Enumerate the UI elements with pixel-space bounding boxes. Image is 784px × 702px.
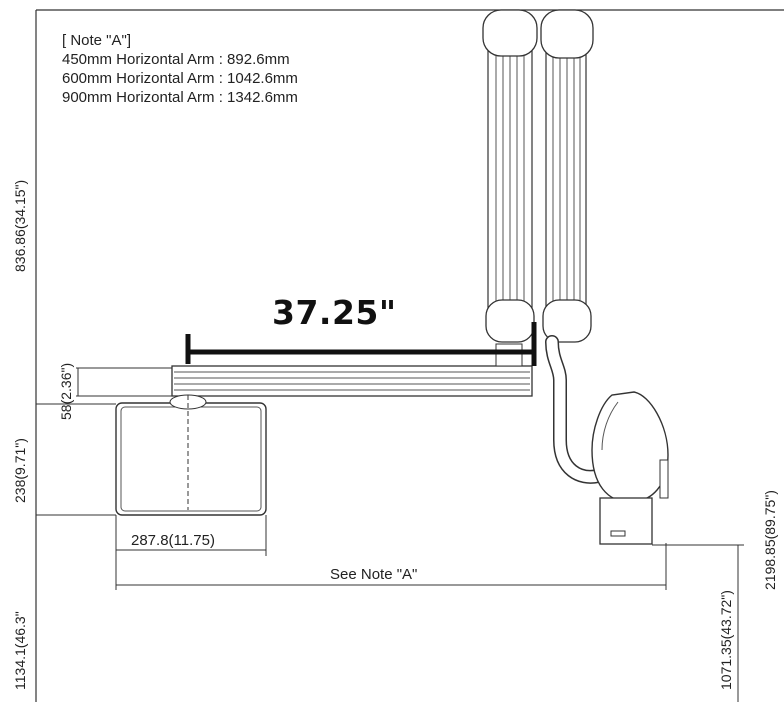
- see-note-dimension: [115, 543, 667, 590]
- arm-length-label: 37.25": [272, 293, 397, 332]
- note-line: 600mm Horizontal Arm : 1042.6mm: [62, 70, 298, 87]
- note-line: 450mm Horizontal Arm : 892.6mm: [62, 51, 290, 68]
- vertical-column-left: [482, 9, 538, 343]
- head-height-label: 1071.35(43.72"): [718, 590, 734, 690]
- box-width-dimension: [115, 515, 267, 556]
- scissor-arm: [545, 335, 605, 484]
- arm-thickness-dimension: [76, 367, 172, 397]
- highlight-dimension-bar: [185, 322, 537, 366]
- box-height-dimension: [36, 403, 116, 516]
- total-height-label: 2198.85(89.75"): [762, 490, 778, 590]
- note-line: 900mm Horizontal Arm : 1342.6mm: [62, 89, 298, 106]
- arm-thickness-label: 58(2.36"): [58, 362, 74, 420]
- tube-head: [591, 391, 669, 545]
- vertical-column-right: [540, 9, 594, 343]
- see-note-label: See Note "A": [330, 566, 418, 583]
- note-title: [ Note "A"]: [62, 32, 132, 49]
- box-height-label: 238(9.71"): [12, 438, 28, 503]
- upper-height-label: 836.86(34.15"): [12, 179, 28, 272]
- floor-height-label: 1134.1(46.3": [12, 611, 28, 690]
- box-width-label: 287.8(11.75): [131, 532, 215, 549]
- head-height-dimension: [652, 544, 744, 702]
- horizontal-arm: [171, 343, 533, 397]
- control-box: [115, 394, 267, 516]
- note-a: [ Note "A"] 450mm Horizontal Arm : 892.6…: [62, 31, 298, 107]
